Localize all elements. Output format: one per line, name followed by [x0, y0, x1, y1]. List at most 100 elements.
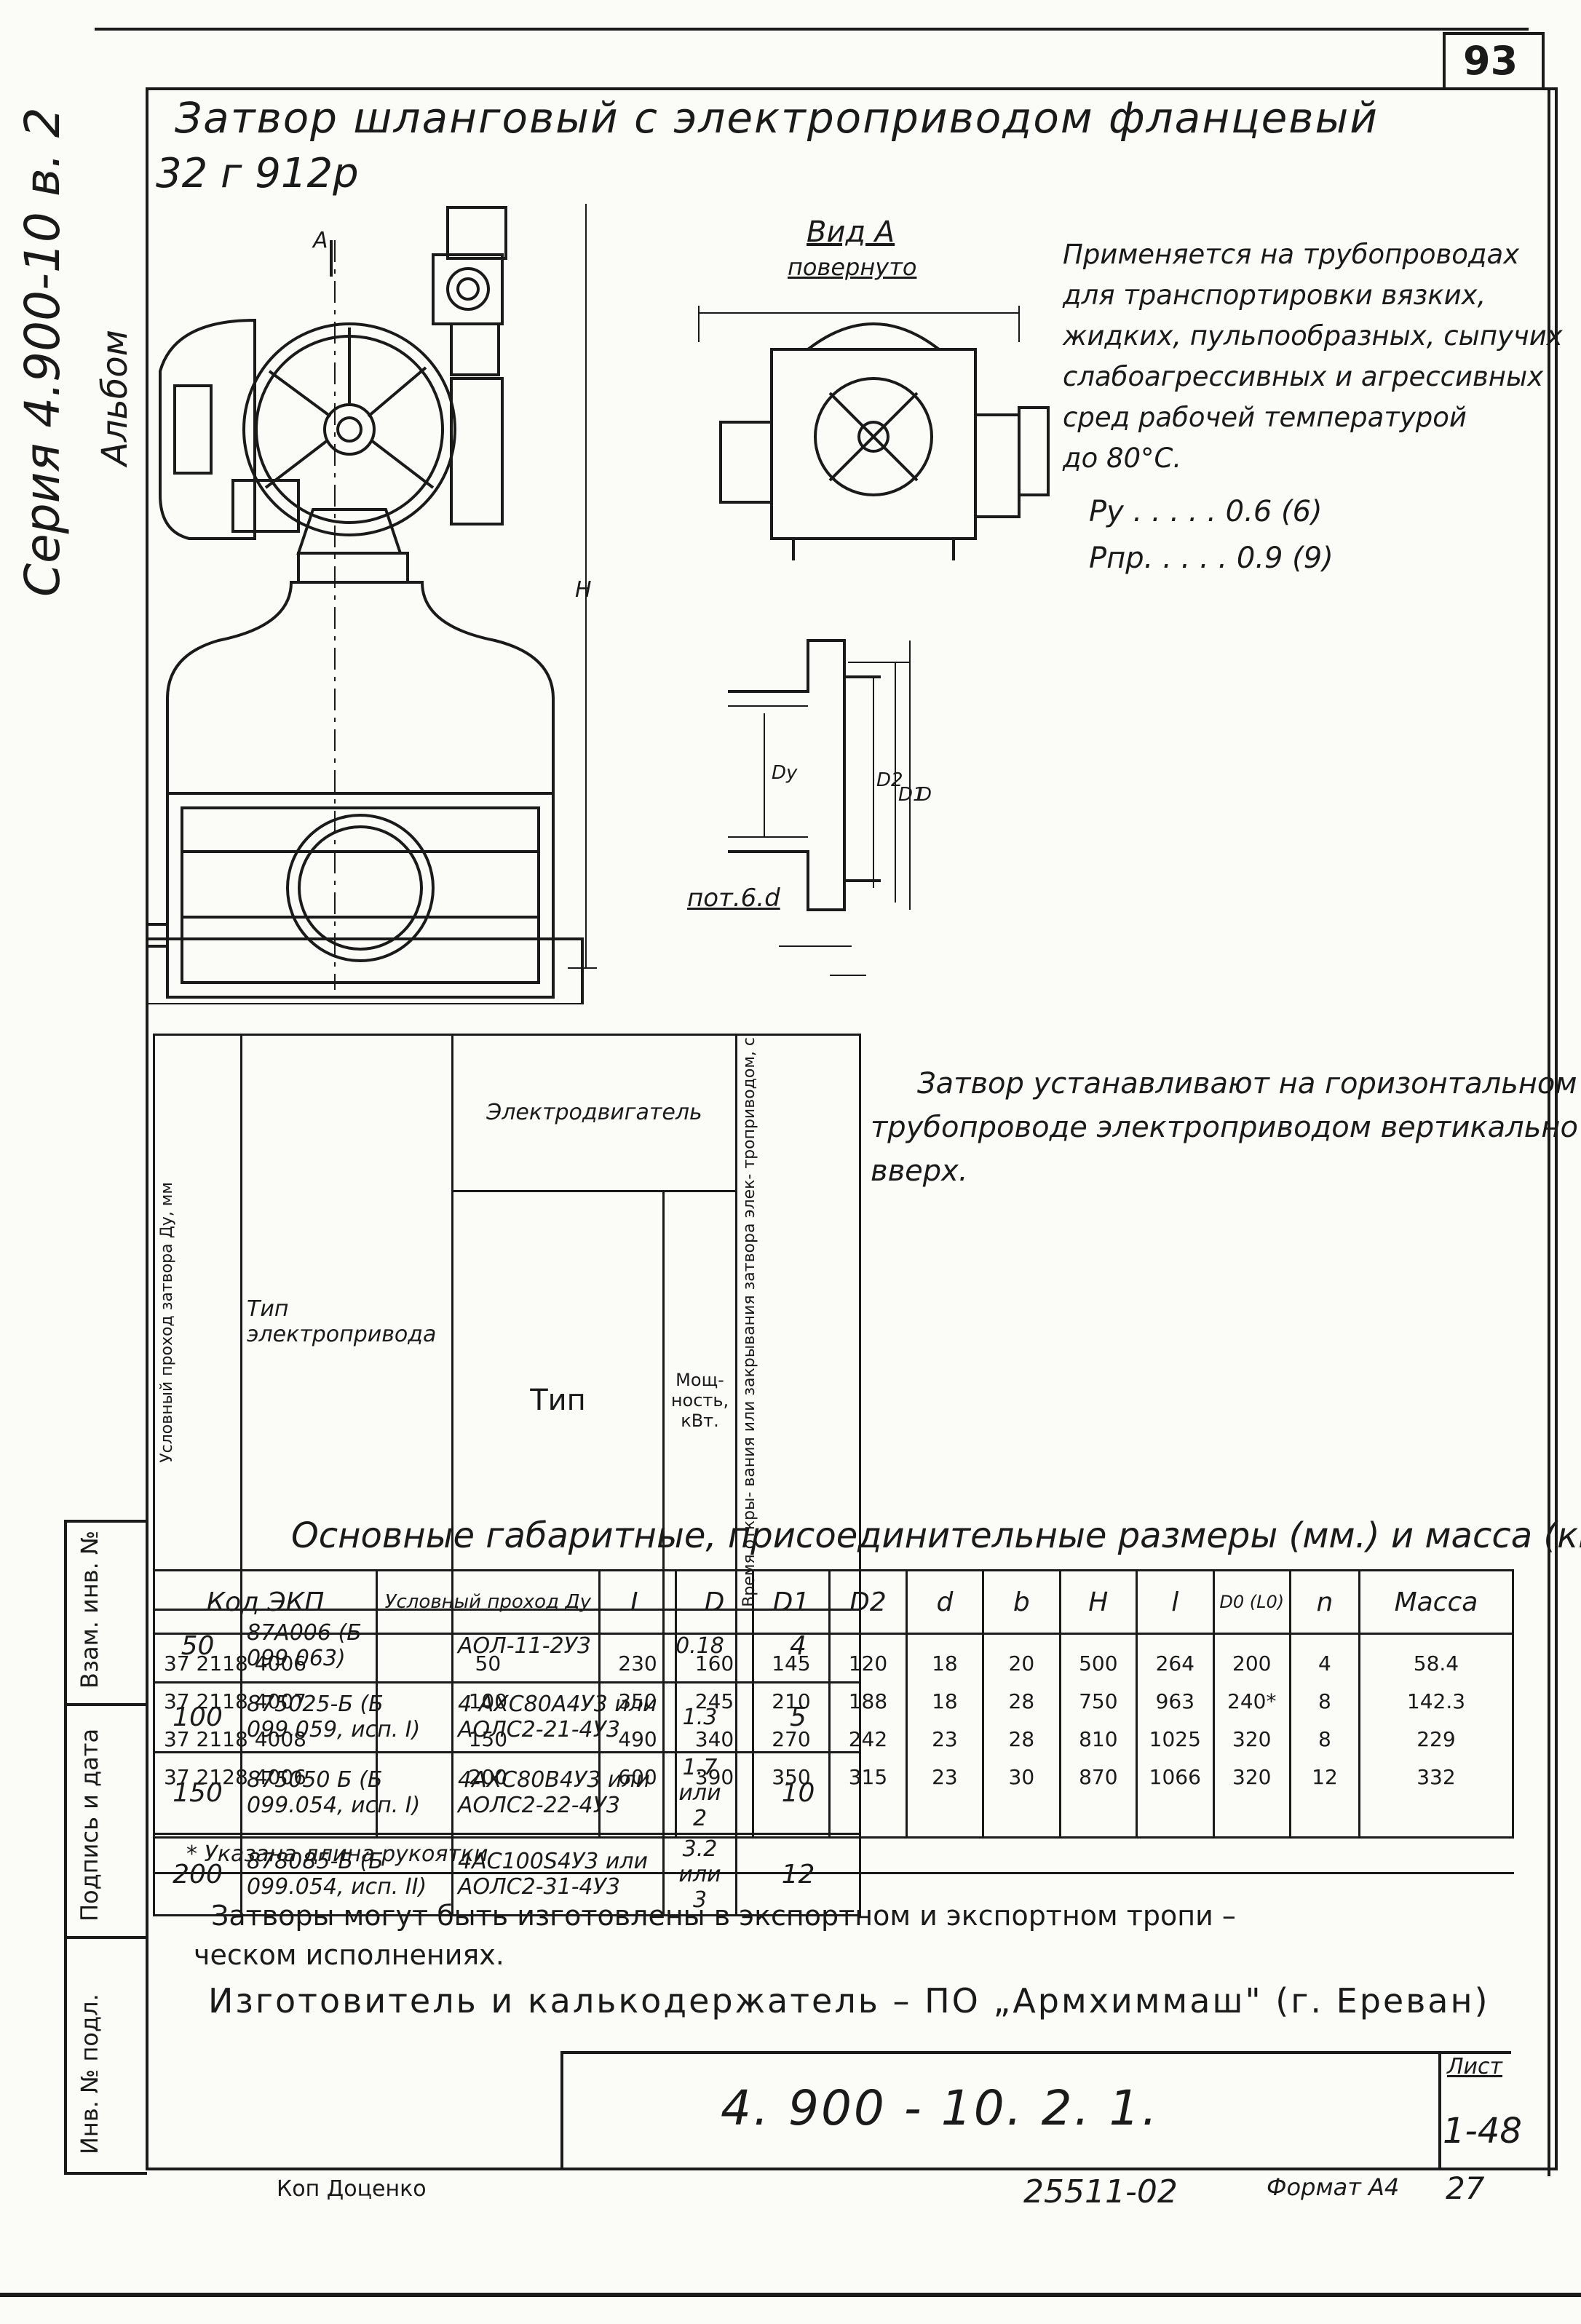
table-cell: 50	[475, 1651, 502, 1675]
nominal-pressure: Ру . . . . . 0.6 (6)	[1089, 495, 1323, 528]
sheet-number: 93	[1463, 38, 1518, 84]
right-edge-line	[1548, 87, 1550, 2176]
view-a-drawing	[698, 306, 1050, 560]
stamp-column	[64, 1520, 147, 2175]
table-cell: 30	[1008, 1765, 1035, 1789]
dims-header: Масса	[1358, 1569, 1515, 1635]
svg-text:D: D	[917, 784, 932, 806]
table-cell: 8	[1318, 1689, 1331, 1713]
table-cell: 600	[618, 1765, 657, 1789]
table-cell: 150	[468, 1727, 508, 1751]
application-line: слабоагрессивных и агрессивных	[1063, 361, 1544, 392]
dims-header: D2	[828, 1569, 908, 1635]
dims-column-d: 160 245 340 390	[675, 1633, 754, 1839]
table-cell: 188	[848, 1689, 888, 1713]
table-cell: 18	[932, 1689, 958, 1713]
valve-drawing: A H	[146, 204, 597, 1004]
table-cell: 12	[1312, 1765, 1338, 1789]
table-cell: 37 2128 4006	[164, 1765, 306, 1789]
table-cell: 210	[772, 1689, 811, 1713]
drive-cell: 878085-Б (Б 099.054, исп. II)	[240, 1832, 453, 1916]
dims-header: D1	[751, 1569, 831, 1635]
dims-header: Условный проход Ду	[375, 1569, 601, 1635]
table-cell: 142.3	[1406, 1689, 1466, 1713]
table-cell: 160	[694, 1651, 734, 1675]
inventory-number: 25511-02	[1023, 2173, 1178, 2210]
motor-cell: 4АС100S4У3 или АОЛС2-31-4У3	[451, 1832, 665, 1916]
table-cell: 750	[1079, 1689, 1118, 1713]
export-note-line: Затворы могут быть изготовлены в экспорт…	[211, 1900, 1236, 1932]
table-cell: 500	[1079, 1651, 1118, 1675]
dims-header: d	[905, 1569, 985, 1635]
stamp-divider	[64, 1703, 147, 1706]
dims-header: L	[598, 1569, 678, 1635]
dims-column-mass: 58.4 142.3 229 332	[1358, 1633, 1515, 1839]
table-cell: 240*	[1227, 1689, 1277, 1713]
table-cell: 58.4	[1413, 1651, 1459, 1675]
application-line: для транспортировки вязких,	[1063, 279, 1486, 311]
table-cell: 320	[1232, 1727, 1272, 1751]
dims-column-small-l: 264 963 1025 1066	[1136, 1633, 1215, 1839]
svg-text:D2: D2	[876, 769, 903, 791]
bottom-border-line	[0, 2293, 1581, 2297]
application-line: Применяется на трубопроводах	[1063, 239, 1520, 270]
table-cell: 245	[694, 1689, 734, 1713]
table-cell: 230	[618, 1651, 657, 1675]
drive-table-header-motor-type: Тип	[451, 1189, 665, 1611]
dims-body: 37 2118 4006 37 2118 4007 37 2118 4008 3…	[153, 1633, 1515, 1839]
application-line: до 80°С.	[1063, 443, 1182, 474]
dimensions-table: Код ЭКП Условный проход Ду L D D1 D2 d b…	[153, 1569, 1515, 1839]
dims-column-small-d: 18 18 23 23	[905, 1633, 985, 1839]
view-a-label: Вид А	[807, 215, 895, 249]
table-cell: 37 2118 4008	[164, 1727, 306, 1751]
drive-table-header-power: Мощ- ность, кВт.	[662, 1189, 737, 1611]
install-note-line: вверх.	[871, 1154, 968, 1188]
page-title: Затвор шланговый с электроприводом фланц…	[175, 93, 1379, 143]
table-cell: 350	[618, 1689, 657, 1713]
table-cell: 37 2118 4006	[164, 1651, 306, 1675]
dims-column-code: 37 2118 4006 37 2118 4007 37 2118 4008 3…	[153, 1633, 378, 1839]
side-series-label: Серия 4.900-10 в. 2	[15, 107, 71, 597]
table-cell: 270	[772, 1727, 811, 1751]
application-line: жидких, пульпообразных, сыпучих	[1063, 320, 1563, 352]
table-cell: 332	[1416, 1765, 1456, 1789]
title-block-sheet-box	[1438, 2051, 1513, 2170]
table-cell: 37 2118 4007	[164, 1689, 306, 1713]
dn-cell: 200	[153, 1832, 242, 1916]
dims-column-b: 20 28 28 30	[982, 1633, 1061, 1839]
dims-header-row: Код ЭКП Условный проход Ду L D D1 D2 d b…	[153, 1569, 1515, 1635]
export-note-line: ческом исполнениях.	[194, 1939, 504, 1971]
table-cell: 23	[932, 1765, 958, 1789]
dims-heading: Основные габаритные, присоединительные р…	[291, 1515, 1581, 1556]
dims-header: D	[675, 1569, 754, 1635]
table-cell: 23	[932, 1727, 958, 1751]
stamp-divider	[64, 1936, 147, 1939]
svg-text:D1: D1	[898, 784, 925, 806]
table-cell: 264	[1155, 1651, 1195, 1675]
stamp-vzam: Взам. инв. №	[76, 1530, 103, 1689]
stamp-podpis: Подпись и дата	[76, 1728, 103, 1922]
dims-column-d2: 120 188 242 315	[828, 1633, 908, 1839]
dims-column-dn: 50 100 150 200	[375, 1633, 601, 1839]
sheet-number-box	[1443, 32, 1545, 90]
svg-text:H: H	[575, 577, 592, 603]
dims-header: l	[1136, 1569, 1215, 1635]
table-cell: 120	[848, 1651, 888, 1675]
dims-column-n: 4 8 8 12	[1289, 1633, 1360, 1839]
dims-header: H	[1058, 1569, 1138, 1635]
dims-column-h: 500 750 810 870	[1058, 1633, 1138, 1839]
table-cell: 1025	[1149, 1727, 1201, 1751]
table-cell: 350	[772, 1765, 811, 1789]
table-cell: 390	[694, 1765, 734, 1789]
table-cell: 145	[772, 1651, 811, 1675]
format-number: 27	[1446, 2170, 1485, 2206]
test-pressure: Рпр. . . . . 0.9 (9)	[1089, 542, 1334, 575]
drive-table-header-drive: Тип электропривода	[240, 1034, 453, 1611]
table-cell: 200	[1232, 1651, 1272, 1675]
table-cell: 4	[1318, 1651, 1331, 1675]
table-cell: 28	[1008, 1727, 1035, 1751]
table-cell: 315	[848, 1765, 888, 1789]
side-album-label: Альбом	[95, 330, 135, 466]
dims-header: b	[982, 1569, 1061, 1635]
drive-table-header-time: Время откры- вания или закрывания затвор…	[735, 1034, 861, 1611]
